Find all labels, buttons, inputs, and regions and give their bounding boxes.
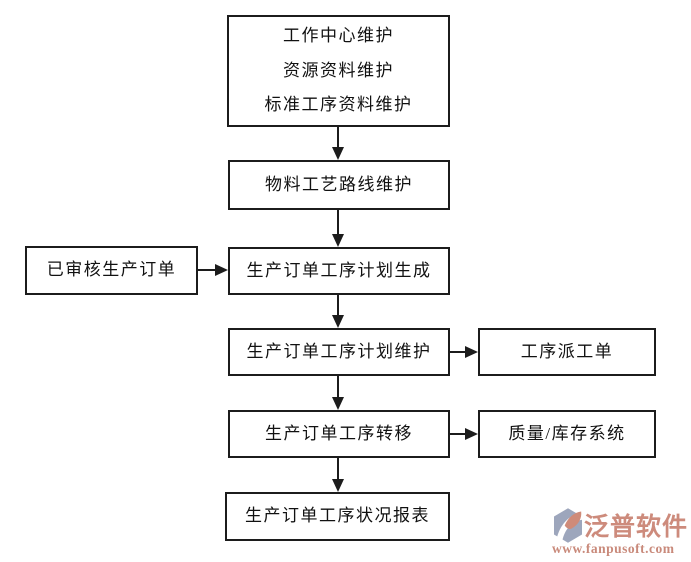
node-dispatch-order: 工序派工单 bbox=[478, 328, 656, 376]
node-approved-order: 已审核生产订单 bbox=[25, 246, 198, 295]
arrowhead-plangen-to-planmnt bbox=[332, 315, 344, 328]
node-plan-maintain: 生产订单工序计划维护 bbox=[228, 328, 450, 376]
node-routing-maintain-label: 物料工艺路线维护 bbox=[265, 174, 413, 194]
node-dispatch-order-label: 工序派工单 bbox=[520, 341, 614, 361]
arrow-line-transfer-to-quality bbox=[450, 433, 466, 435]
fanpu-logo-name: 泛普软件 bbox=[584, 514, 689, 541]
node-routing-maintain: 物料工艺路线维护 bbox=[228, 160, 450, 210]
node-approved-order-label: 已审核生产订单 bbox=[46, 260, 177, 280]
node-master-data-line3: 标准工序资料维护 bbox=[264, 95, 413, 115]
node-plan-generate-label: 生产订单工序计划生成 bbox=[246, 260, 432, 280]
arrow-line-transfer-to-report bbox=[337, 458, 339, 480]
arrow-line-approved-to-plangen bbox=[198, 269, 216, 271]
node-master-data: 工作中心维护 资源资料维护 标准工序资料维护 bbox=[227, 15, 450, 127]
arrowhead-master-to-routing bbox=[332, 147, 344, 160]
node-quality-inventory-label: 质量/库存系统 bbox=[508, 423, 626, 443]
arrowhead-planmnt-to-transfer bbox=[332, 397, 344, 410]
node-status-report-label: 生产订单工序状况报表 bbox=[245, 506, 430, 526]
node-operation-transfer-label: 生产订单工序转移 bbox=[265, 423, 413, 443]
arrowhead-transfer-to-report bbox=[332, 479, 344, 492]
arrow-line-plangen-to-planmnt bbox=[337, 295, 339, 316]
arrow-line-master-to-routing bbox=[337, 127, 339, 148]
arrow-line-planmnt-to-transfer bbox=[337, 376, 339, 398]
node-plan-maintain-label: 生产订单工序计划维护 bbox=[246, 341, 432, 361]
arrow-line-planmnt-to-dispatch bbox=[450, 351, 466, 353]
node-status-report: 生产订单工序状况报表 bbox=[225, 492, 450, 541]
arrowhead-routing-to-plangen bbox=[332, 234, 344, 247]
fanpu-logo: 泛普软件 www.fanpusoft.com bbox=[548, 504, 688, 560]
node-master-data-line2: 资源资料维护 bbox=[283, 60, 394, 80]
node-plan-generate: 生产订单工序计划生成 bbox=[228, 247, 450, 295]
fanpu-logo-url: www.fanpusoft.com bbox=[552, 541, 675, 556]
fanpu-logo-icon bbox=[554, 508, 582, 543]
node-operation-transfer: 生产订单工序转移 bbox=[228, 410, 450, 458]
arrowhead-transfer-to-quality bbox=[465, 428, 478, 440]
arrow-line-routing-to-plangen bbox=[337, 210, 339, 235]
node-master-data-line1: 工作中心维护 bbox=[283, 26, 394, 46]
arrowhead-planmnt-to-dispatch bbox=[465, 346, 478, 358]
arrowhead-approved-to-plangen bbox=[215, 264, 228, 276]
node-quality-inventory: 质量/库存系统 bbox=[478, 410, 656, 458]
